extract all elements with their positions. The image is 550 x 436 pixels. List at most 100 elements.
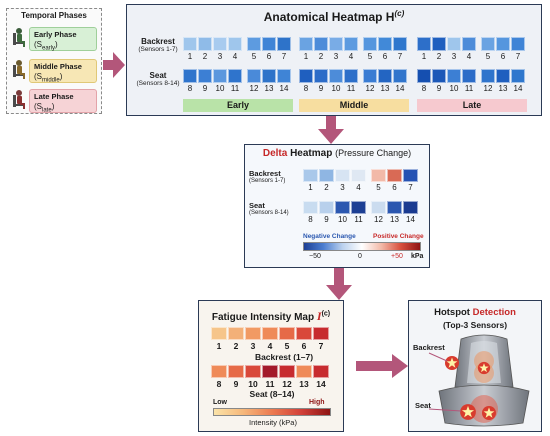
delta-negative-label: Negative Change (303, 233, 356, 240)
anat-late-backrest-number: 2 (436, 52, 442, 61)
delta-backrest-cell-3 (335, 169, 350, 182)
anat-early-backrest-number: 3 (217, 52, 223, 61)
fatigue-backrest-cell-5 (279, 327, 295, 340)
delta-seat-number: 10 (338, 215, 347, 224)
delta-seat-b-number: 12 (374, 215, 383, 224)
delta-backrest-number: 1 (308, 183, 313, 192)
anat-middle-seat-cell-2 (314, 69, 328, 83)
anat-early-backrest-number: 1 (187, 52, 193, 61)
hotspot-detection-title: Hotspot Detection (434, 307, 516, 318)
arrow-temporal-to-anatomical (103, 52, 125, 78)
fatigue-seat-number: 12 (282, 379, 292, 389)
anat-late-seat-cell-3 (447, 69, 461, 83)
anat-early-backrest-b-cell-2 (262, 37, 276, 51)
anatomical-backrest-label: Backrest (Sensors 1-7) (138, 37, 178, 53)
anat-late-backrest-cell-4 (462, 37, 476, 51)
delta-seat-number: 11 (354, 215, 363, 224)
anat-early-seat-b-number: 13 (264, 84, 274, 93)
fatigue-backrest-number: 4 (267, 341, 273, 351)
anat-early-backrest-b-number: 6 (266, 52, 272, 61)
delta-backrest-b-cell-3 (403, 169, 418, 182)
fatigue-seat-label: Seat (8–14) (249, 389, 295, 399)
early-phase-label: Early Phase (34, 30, 77, 39)
anat-late-seat-b-cell-1 (481, 69, 495, 83)
fatigue-seat-cell-4 (262, 365, 278, 378)
anat-middle-backrest-cell-3 (329, 37, 343, 51)
fatigue-backrest-cell-3 (245, 327, 261, 340)
delta-seat-cell-3 (335, 201, 350, 214)
late-phase-box: Late Phase (Slate) (29, 89, 97, 114)
delta-seat-number: 9 (324, 215, 329, 224)
anat-late-seat-number: 10 (449, 84, 459, 93)
early-phase-box: Early Phase (Searly) (29, 27, 97, 52)
delta-scale-min: −50 (309, 253, 321, 260)
fatigue-low-label: Low (213, 399, 227, 406)
delta-seat-b-cell-3 (403, 201, 418, 214)
anat-late-backrest-number: 4 (466, 52, 472, 61)
fatigue-backrest-cell-7 (313, 327, 329, 340)
delta-backrest-b-number: 7 (408, 183, 413, 192)
anat-middle-seat-cell-1 (299, 69, 313, 83)
temporal-phases-title: Temporal Phases (21, 11, 87, 20)
anat-middle-seat-b-cell-2 (378, 69, 392, 83)
temporal-phases-panel: Temporal Phases Early Phase (Searly) Mid… (6, 8, 102, 114)
fatigue-seat-cell-5 (279, 365, 295, 378)
delta-backrest-cell-2 (319, 169, 334, 182)
delta-scale-zero: 0 (358, 253, 362, 260)
fatigue-backrest-number: 1 (216, 341, 222, 351)
anat-middle-backrest-cell-1 (299, 37, 313, 51)
delta-positive-label: Positive Change (373, 233, 424, 240)
anat-early-backrest-cell-1 (183, 37, 197, 51)
anat-middle-backrest-b-number: 6 (382, 52, 388, 61)
anat-early-backrest-cell-4 (228, 37, 242, 51)
arrow-delta-to-fatigue (326, 268, 352, 300)
fatigue-backrest-cell-2 (228, 327, 244, 340)
anat-late-seat-cell-4 (462, 69, 476, 83)
delta-backrest-cell-4 (351, 169, 366, 182)
anat-middle-seat-cell-4 (344, 69, 358, 83)
anat-middle-backrest-b-number: 5 (367, 52, 373, 61)
anat-middle-seat-b-number: 14 (395, 84, 405, 93)
early-phase-icon (11, 27, 27, 49)
delta-backrest-b-number: 6 (392, 183, 397, 192)
anat-early-seat-cell-3 (213, 69, 227, 83)
anat-early-seat-b-cell-2 (262, 69, 276, 83)
anat-early-backrest-b-number: 5 (251, 52, 257, 61)
fatigue-color-scale (213, 408, 331, 416)
anat-early-backrest-b-cell-1 (247, 37, 261, 51)
fatigue-high-label: High (309, 399, 325, 406)
fatigue-seat-cell-6 (296, 365, 312, 378)
arrow-anatomical-to-delta (318, 116, 344, 144)
anat-early-seat-number: 10 (215, 84, 225, 93)
hotspot-star-icon (477, 361, 491, 375)
hotspot-leader-lines (428, 352, 462, 412)
delta-backrest-b-number: 5 (376, 183, 381, 192)
anat-late-seat-cell-2 (432, 69, 446, 83)
anat-middle-backrest-number: 2 (318, 52, 324, 61)
anat-late-seat-cell-1 (417, 69, 431, 83)
anat-late-backrest-b-cell-2 (496, 37, 510, 51)
anat-early-backrest-number: 2 (202, 52, 208, 61)
anat-late-seat-b-number: 14 (513, 84, 523, 93)
anat-early-seat-number: 11 (230, 84, 240, 93)
anat-late-seat-b-number: 12 (483, 84, 493, 93)
delta-seat-number: 8 (308, 215, 313, 224)
fatigue-intensity-title: Fatigue Intensity Map I(c) (211, 309, 331, 323)
early-phase-symbol: (Searly) (34, 40, 58, 52)
anat-late-backrest-b-cell-1 (481, 37, 495, 51)
anat-early-seat-b-number: 12 (249, 84, 259, 93)
anat-early-backrest-b-cell-3 (277, 37, 291, 51)
delta-backrest-cell-1 (303, 169, 318, 182)
anatomical-heatmap-title: Anatomical Heatmap H(c) (263, 9, 405, 24)
fatigue-backrest-cell-1 (211, 327, 227, 340)
anat-middle-seat-b-number: 12 (365, 84, 375, 93)
anat-middle-seat-number: 10 (331, 84, 341, 93)
anat-early-backrest-cell-3 (213, 37, 227, 51)
anat-early-backrest-number: 4 (232, 52, 238, 61)
anat-middle-backrest-b-cell-3 (393, 37, 407, 51)
anat-late-backrest-cell-3 (447, 37, 461, 51)
delta-backrest-number: 2 (324, 183, 329, 192)
anat-late-backrest-cell-2 (432, 37, 446, 51)
